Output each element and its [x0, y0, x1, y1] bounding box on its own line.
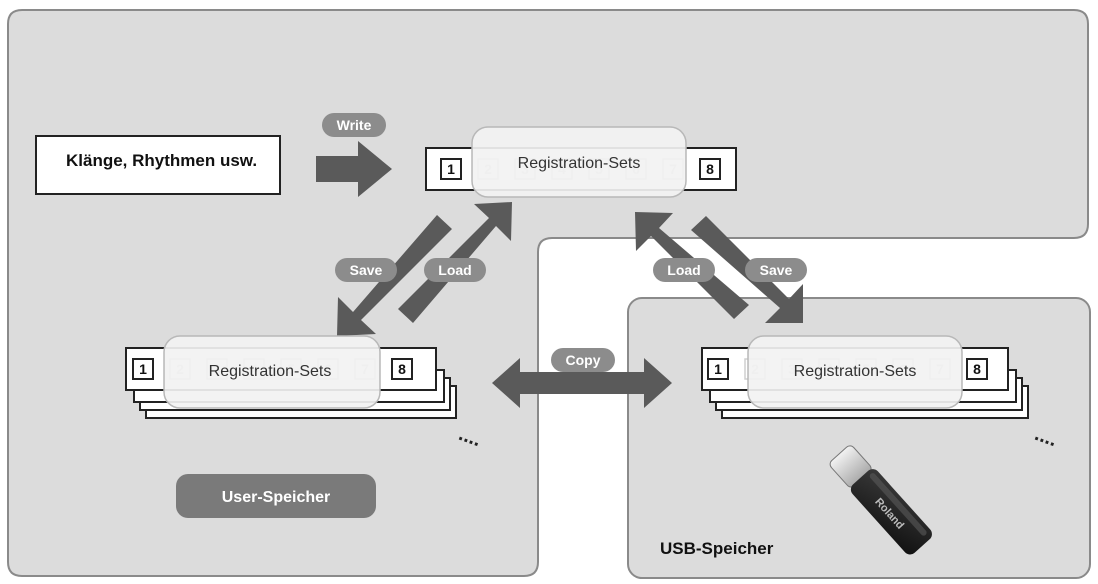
load-pill-right: Load — [653, 258, 715, 282]
slot-number-1: 1 — [447, 161, 455, 177]
copy-label: Copy — [566, 352, 601, 368]
copy-pill: Copy — [551, 348, 615, 372]
slot-box-8 — [966, 358, 988, 380]
load-pill-left: Load — [424, 258, 486, 282]
write-arrow — [316, 141, 392, 197]
save-label-left: Save — [350, 262, 383, 278]
write-label: Write — [337, 117, 372, 133]
usb-memory-label: USB-Speicher — [660, 539, 774, 558]
save-pill-right: Save — [745, 258, 807, 282]
registration-title-top: Registration-Sets — [518, 155, 641, 172]
user-memory-badge: User-Speicher — [176, 474, 376, 518]
user-memory-label: User-Speicher — [222, 489, 331, 506]
load-label-right: Load — [667, 262, 700, 278]
registration-set-usb: 12345678 Registration-Sets .... — [701, 335, 1060, 451]
save-pill-left: Save — [335, 258, 397, 282]
slot-box-8 — [699, 158, 721, 180]
slot-box-1 — [707, 358, 729, 380]
registration-title-usb: Registration-Sets — [794, 363, 917, 380]
copy-arrow — [492, 358, 672, 408]
slot-number-8: 8 — [706, 161, 714, 177]
slot-number-1: 1 — [139, 361, 147, 377]
slot-box-1 — [132, 358, 154, 380]
registration-set-user: 12345678 Registration-Sets .... — [125, 335, 484, 451]
slot-number-8: 8 — [398, 361, 406, 377]
slot-number-8: 8 — [973, 361, 981, 377]
write-pill: Write — [322, 113, 386, 137]
source-label: Klänge, Rhythmen usw. — [66, 151, 257, 170]
registration-set-top: 12345678 Registration-Sets — [425, 126, 737, 198]
slot-box-8 — [391, 358, 413, 380]
usb-stick-icon: Roland — [829, 445, 932, 555]
registration-title-user: Registration-Sets — [209, 363, 332, 380]
source-box: Klänge, Rhythmen usw. — [35, 135, 281, 195]
slot-number-1: 1 — [714, 361, 722, 377]
load-label-left: Load — [438, 262, 471, 278]
save-label-right: Save — [760, 262, 793, 278]
slot-box-1 — [440, 158, 462, 180]
